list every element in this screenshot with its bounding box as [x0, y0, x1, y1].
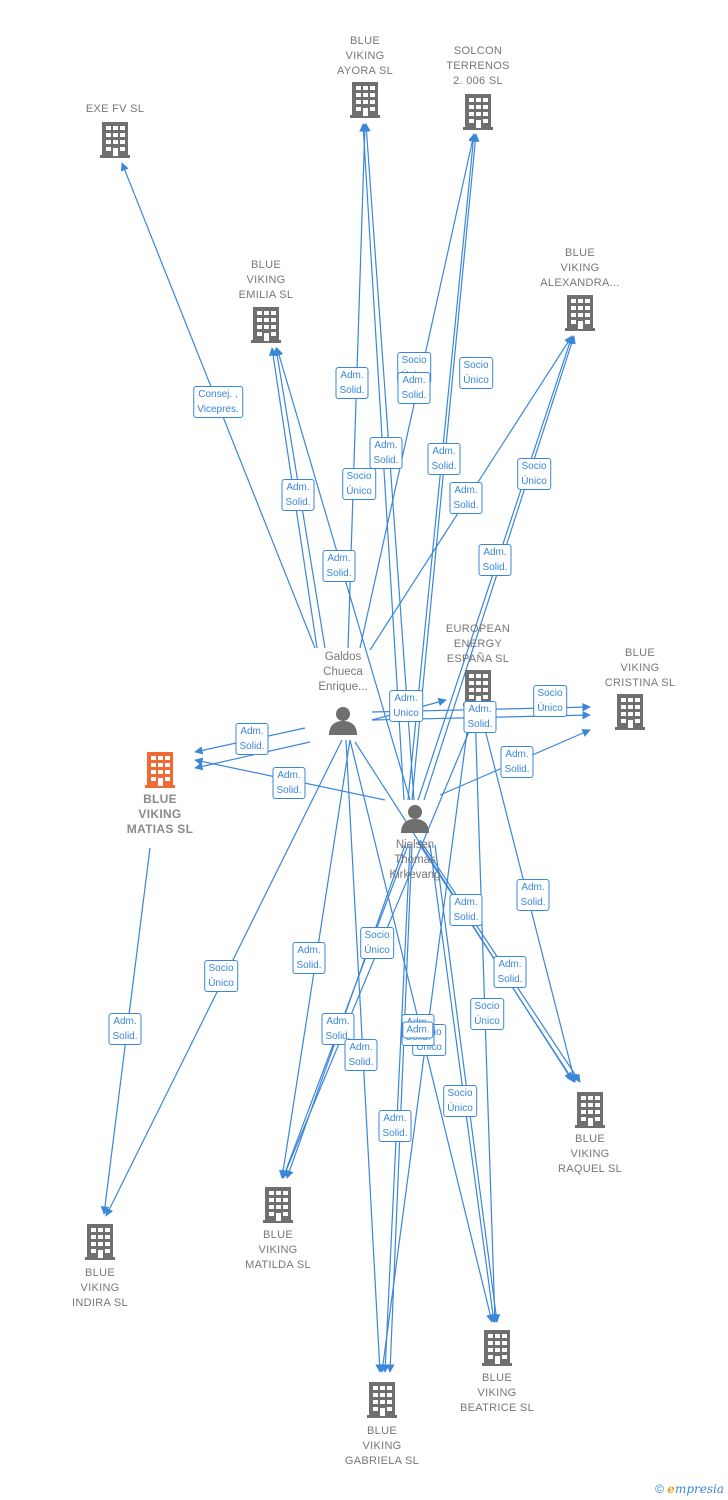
- relationship-edge: [434, 844, 501, 1323]
- relationship-label: Adm. Solid.: [281, 479, 315, 511]
- company-label-emilia[interactable]: BLUE VIKING EMILIA SL: [238, 259, 294, 301]
- building-icon[interactable]: [615, 694, 645, 730]
- relationship-label: Adm. Solid.: [292, 942, 326, 974]
- company-label-raquel[interactable]: BLUE VIKING RAQUEL SL: [557, 1133, 623, 1175]
- relationship-label: Adm. Solid.: [449, 894, 483, 926]
- building-icon[interactable]: [575, 1092, 605, 1128]
- relationship-edge: [386, 844, 413, 1373]
- company-label-ayora[interactable]: BLUE VIKING AYORA SL: [337, 35, 393, 77]
- relationship-label: Consej. , Vicepres.: [193, 386, 243, 418]
- building-icon[interactable]: [565, 295, 595, 331]
- building-icon[interactable]: [85, 1224, 115, 1260]
- building-icon[interactable]: [251, 307, 281, 343]
- company-label-cristina[interactable]: BLUE VIKING CRISTINA SL: [604, 647, 676, 689]
- company-label-exe[interactable]: EXE FV SL: [85, 103, 145, 115]
- building-icon[interactable]: [145, 752, 175, 788]
- building-icon[interactable]: [482, 1330, 512, 1366]
- person-label-nielsen[interactable]: Nielsen Thomas Kirkevang: [389, 839, 441, 881]
- person-icon[interactable]: [401, 805, 429, 833]
- company-label-indira[interactable]: BLUE VIKING INDIRA SL: [72, 1267, 128, 1309]
- person-icon[interactable]: [329, 707, 357, 735]
- building-icon[interactable]: [263, 1187, 293, 1223]
- relationship-label: Adm. Solid.: [344, 1039, 378, 1071]
- brand-logo[interactable]: empresia: [667, 1482, 724, 1496]
- relationship-label: Adm. Solid.: [449, 482, 483, 514]
- relationship-edge: [429, 844, 498, 1323]
- relationship-label: Socio Único: [533, 685, 567, 717]
- relationship-label: Adm. Solid.: [493, 956, 527, 988]
- relationship-label: Adm. Solid.: [272, 767, 306, 799]
- relationship-label: Adm. Solid.: [500, 746, 534, 778]
- company-label-matilda[interactable]: BLUE VIKING MATILDA SL: [245, 1229, 311, 1271]
- person-label-galdos[interactable]: Galdos Chueca Enrique...: [318, 651, 368, 693]
- relationship-label: Adm. Solid.: [335, 367, 369, 399]
- company-label-beatrice[interactable]: BLUE VIKING BEATRICE SL: [459, 1372, 534, 1414]
- relationship-label: Socio Único: [443, 1085, 477, 1117]
- company-label-alexandra[interactable]: BLUE VIKING ALEXANDRA...: [540, 247, 620, 289]
- relationship-label: Adm. Solid.: [397, 372, 431, 404]
- copyright-icon: ©: [655, 1482, 664, 1496]
- relationship-label: Adm. Unico: [389, 690, 423, 722]
- relationship-label: Adm. Solid.: [108, 1013, 142, 1045]
- relationship-label: Adm. Solid.: [478, 544, 512, 576]
- relationship-label: Adm. Solid.: [235, 723, 269, 755]
- relationship-label: Socio Único: [517, 458, 551, 490]
- relationship-label: Adm. Solid.: [516, 879, 550, 911]
- relationship-edge: [281, 844, 409, 1179]
- relationship-label: Adm. Solid.: [369, 437, 403, 469]
- relationship-label: Socio Único: [342, 468, 376, 500]
- relationship-label: Adm.: [402, 1021, 434, 1039]
- relationship-label: Adm. Solid.: [322, 550, 356, 582]
- relationship-label: Adm. Solid.: [427, 443, 461, 475]
- relationship-label: Socio Único: [470, 998, 504, 1030]
- company-label-matias[interactable]: BLUE VIKING MATIAS SL: [126, 792, 194, 836]
- relationship-label: Socio Único: [459, 357, 493, 389]
- company-label-european[interactable]: EUROPEAN ENERGY ESPAÑA SL: [445, 623, 511, 665]
- relationship-label: Adm. Solid.: [378, 1110, 412, 1142]
- building-icon[interactable]: [100, 122, 130, 158]
- relationship-label: Socio Único: [204, 960, 238, 992]
- company-label-gabriela[interactable]: BLUE VIKING GABRIELA SL: [344, 1425, 420, 1467]
- building-icon[interactable]: [367, 1382, 397, 1418]
- relationship-label: Adm. Solid.: [463, 701, 497, 733]
- relationship-edge: [381, 844, 411, 1373]
- relationship-label: Socio Único: [360, 927, 394, 959]
- building-icon[interactable]: [350, 82, 380, 118]
- company-label-solcon[interactable]: SOLCON TERRENOS 2. 006 SL: [446, 45, 510, 87]
- footer: © empresia: [655, 1482, 724, 1496]
- building-icon[interactable]: [463, 94, 493, 130]
